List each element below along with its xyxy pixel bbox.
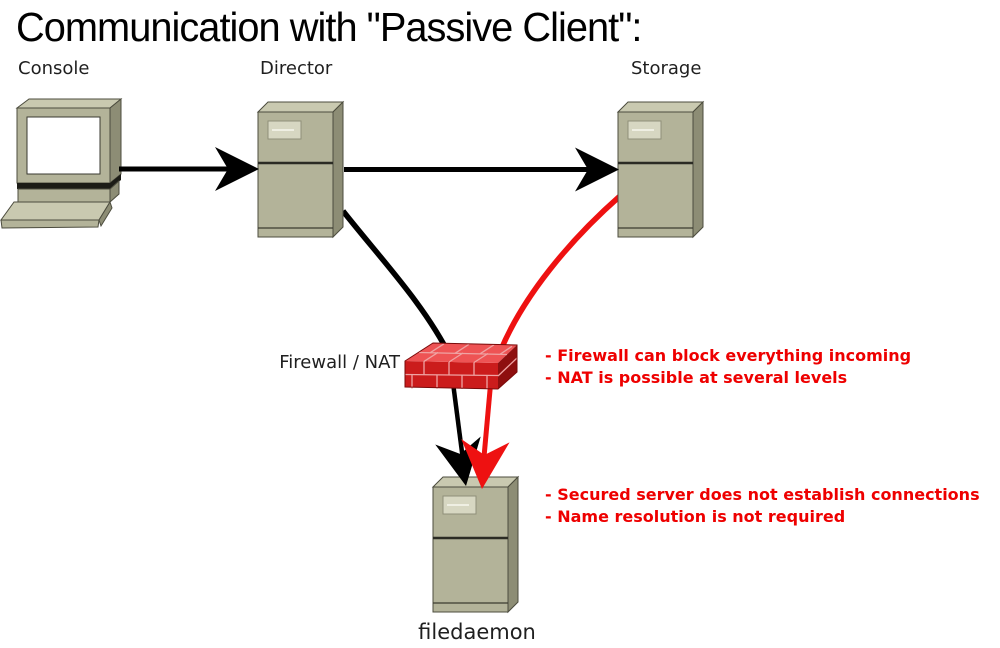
desktop-computer-icon	[0, 97, 123, 229]
filedaemon-label: filedaemon	[418, 620, 536, 644]
filedaemon-note-line-2: - Name resolution is not required	[545, 507, 846, 526]
monitor-screen	[26, 116, 101, 175]
storage-label: Storage	[631, 58, 702, 79]
storage-server-icon	[616, 100, 705, 239]
monitor-stand	[17, 188, 111, 203]
filedaemon-note: - Secured server does not establish conn…	[545, 484, 980, 528]
arrow-storage-to-filedaemon	[480, 193, 622, 469]
filedaemon-note-line-1: - Secured server does not establish conn…	[545, 485, 980, 504]
page-title: Communication with "Passive Client":	[16, 4, 642, 50]
director-server-icon	[256, 100, 345, 239]
director-label: Director	[260, 58, 333, 79]
arrow-console-to-director	[119, 147, 259, 191]
console-label: Console	[18, 58, 90, 79]
keyboard	[0, 201, 111, 221]
firewall-label: Firewall / NAT	[279, 352, 400, 373]
firewall-note-line-1: - Firewall can block everything incoming	[545, 346, 912, 365]
filedaemon-server-icon	[431, 475, 520, 614]
firewall-note-line-2: - NAT is possible at several levels	[545, 368, 848, 387]
arrow-director-to-storage	[344, 147, 619, 192]
brick-wall-icon	[404, 342, 518, 390]
arrow-director-to-filedaemon	[340, 209, 466, 461]
firewall-note: - Firewall can block everything incoming…	[545, 345, 911, 389]
